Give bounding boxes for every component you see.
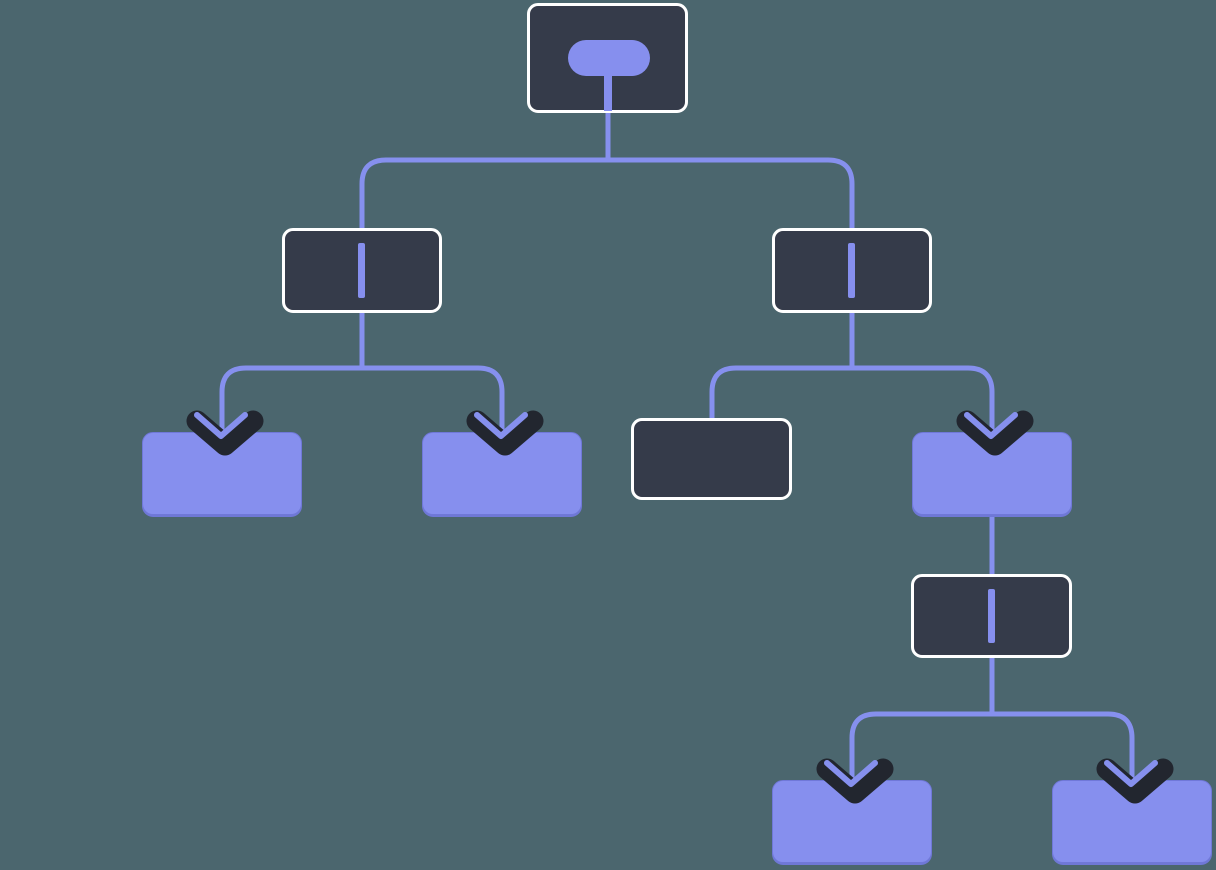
level2-left-node-bar-icon: [358, 243, 365, 298]
level4-node-bar-icon: [988, 589, 995, 643]
level2-right-node-bar-icon: [848, 243, 855, 298]
edge-l2-right-to-d: [852, 365, 995, 438]
edge-l4-to-l5-right: [992, 711, 1135, 786]
level5-left-node[interactable]: [772, 780, 932, 863]
level3-node-c[interactable]: [631, 418, 792, 500]
level5-right-node[interactable]: [1052, 780, 1212, 863]
root-stem-icon: [604, 72, 612, 111]
edge-root-to-l2-left: [359, 157, 608, 228]
level3-node-a[interactable]: [142, 432, 302, 515]
level4-node[interactable]: [911, 574, 1072, 658]
root-pill-icon: [568, 40, 650, 76]
level3-node-d[interactable]: [912, 432, 1072, 515]
edge-l4-to-l5-left: [849, 711, 992, 786]
edge-l2-left-to-b: [362, 365, 505, 438]
level2-left-node[interactable]: [282, 228, 442, 313]
edge-root-to-l2-right: [608, 157, 855, 228]
edge-l2-right-to-c: [709, 365, 852, 418]
level3-node-b[interactable]: [422, 432, 582, 515]
edge-l2-left-to-a: [219, 365, 362, 438]
